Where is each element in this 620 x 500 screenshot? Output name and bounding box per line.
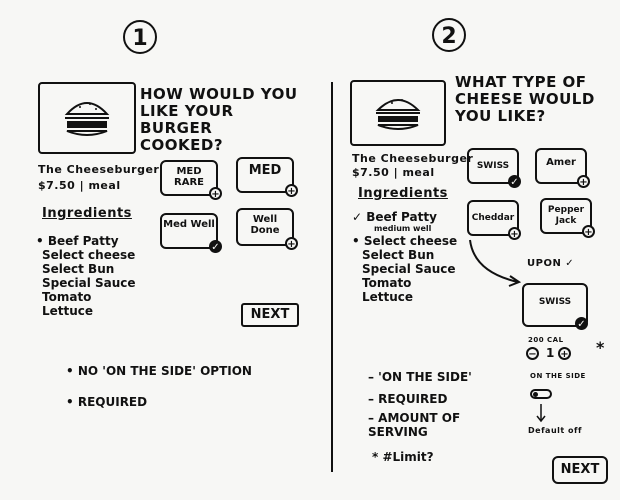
next-button[interactable]: NEXT — [552, 456, 608, 484]
asterisk-note: * — [596, 338, 605, 357]
add-icon[interactable]: + — [209, 187, 222, 200]
option-label: Med Well — [163, 219, 215, 230]
option-label: SWISS — [538, 297, 572, 307]
ingredients-list: ✓ Beef Patty medium well • Select cheese… — [352, 210, 464, 304]
ingredients-heading: Ingredients — [358, 186, 448, 201]
check-icon[interactable]: ✓ — [575, 317, 588, 330]
add-icon[interactable]: + — [508, 227, 521, 240]
down-arrow-icon — [536, 404, 546, 423]
option-american[interactable]: Amer + — [535, 148, 590, 188]
check-icon[interactable]: ✓ — [209, 240, 222, 253]
note-item: – 'ON THE SIDE' — [368, 370, 472, 384]
ingredient-item: Lettuce — [42, 304, 94, 318]
ingredient-item: Select cheese — [42, 248, 136, 262]
option-well-done[interactable]: Well Done + — [236, 208, 298, 250]
step-number-1: 1 — [123, 20, 157, 54]
item-name: The Cheeseburger — [352, 152, 474, 165]
item-price: $7.50 | meal — [352, 166, 435, 179]
add-icon[interactable]: + — [582, 225, 595, 238]
ingredient-item: Tomato — [42, 290, 92, 304]
option-label: Cheddar — [471, 213, 515, 223]
note-item: – REQUIRED — [368, 392, 448, 406]
flow-arrow-icon — [469, 239, 522, 287]
add-icon[interactable]: + — [285, 184, 298, 197]
add-icon[interactable]: + — [285, 237, 298, 250]
toggle-knob — [533, 392, 538, 397]
ingredients-heading: Ingredients — [42, 206, 132, 221]
ingredient-item: ✓ Beef Patty — [352, 210, 437, 224]
burger-image — [350, 80, 446, 146]
option-label: Well Done — [250, 214, 280, 236]
quantity-stepper[interactable]: − 1 + — [526, 346, 584, 362]
plus-icon[interactable]: + — [558, 347, 571, 360]
option-label: SWISS — [476, 161, 510, 171]
note-item: – AMOUNT OF SERVING — [368, 411, 461, 439]
upon-label: UPON ✓ — [527, 258, 575, 269]
calorie-label: 200 CAL — [528, 336, 564, 344]
panel-divider — [331, 82, 333, 472]
ingredients-list: • Beef Patty Select cheese Select Bun Sp… — [36, 234, 156, 318]
quantity-value: 1 — [546, 346, 555, 360]
ingredient-note: medium well — [374, 224, 432, 233]
item-price: $7.50 | meal — [38, 179, 121, 192]
ingredient-item: Select Bun — [362, 248, 435, 262]
note-item: • NO 'ON THE SIDE' OPTION — [66, 364, 252, 378]
step-number-2: 2 — [432, 18, 466, 52]
option-pepper-jack[interactable]: Pepper Jack + — [540, 198, 595, 238]
question-title: WHAT TYPE OF CHEESE WOULD YOU LIKE? — [455, 73, 595, 125]
option-swiss[interactable]: SWISS ✓ — [467, 148, 521, 188]
on-the-side-toggle[interactable] — [530, 389, 552, 399]
next-button[interactable]: NEXT — [241, 303, 299, 327]
ingredient-item: Special Sauce — [362, 262, 456, 276]
burger-icon — [375, 99, 421, 130]
option-med[interactable]: MED + — [236, 157, 298, 197]
ingredient-item: • Select cheese — [352, 234, 458, 248]
add-icon[interactable]: + — [577, 175, 590, 188]
ingredient-item: Lettuce — [362, 290, 414, 304]
default-off-label: Default off — [528, 426, 582, 435]
ingredient-item: Select Bun — [42, 262, 115, 276]
ingredient-item: Special Sauce — [42, 276, 136, 290]
ingredient-item: Tomato — [362, 276, 412, 290]
note-item: • REQUIRED — [66, 395, 148, 409]
on-the-side-label: ON THE SIDE — [530, 372, 586, 380]
option-label: MED — [248, 163, 282, 178]
option-label: MED RARE — [174, 166, 204, 188]
item-name: The Cheeseburger — [38, 163, 160, 176]
minus-icon[interactable]: − — [526, 347, 539, 360]
option-med-well[interactable]: Med Well ✓ — [160, 213, 222, 253]
question-title: HOW WOULD YOU LIKE YOUR BURGER COOKED? — [140, 85, 298, 154]
option-cheddar[interactable]: Cheddar + — [467, 200, 521, 240]
option-label: Pepper Jack — [547, 205, 585, 226]
ingredient-item: • Beef Patty — [36, 234, 119, 248]
burger-image — [38, 82, 136, 154]
selected-cheese-card: SWISS ✓ — [522, 283, 588, 330]
burger-icon — [64, 102, 110, 136]
note-item: * #Limit? — [372, 450, 434, 464]
check-icon[interactable]: ✓ — [508, 175, 521, 188]
option-label: Amer — [546, 157, 576, 168]
option-med-rare[interactable]: MED RARE + — [160, 160, 222, 200]
